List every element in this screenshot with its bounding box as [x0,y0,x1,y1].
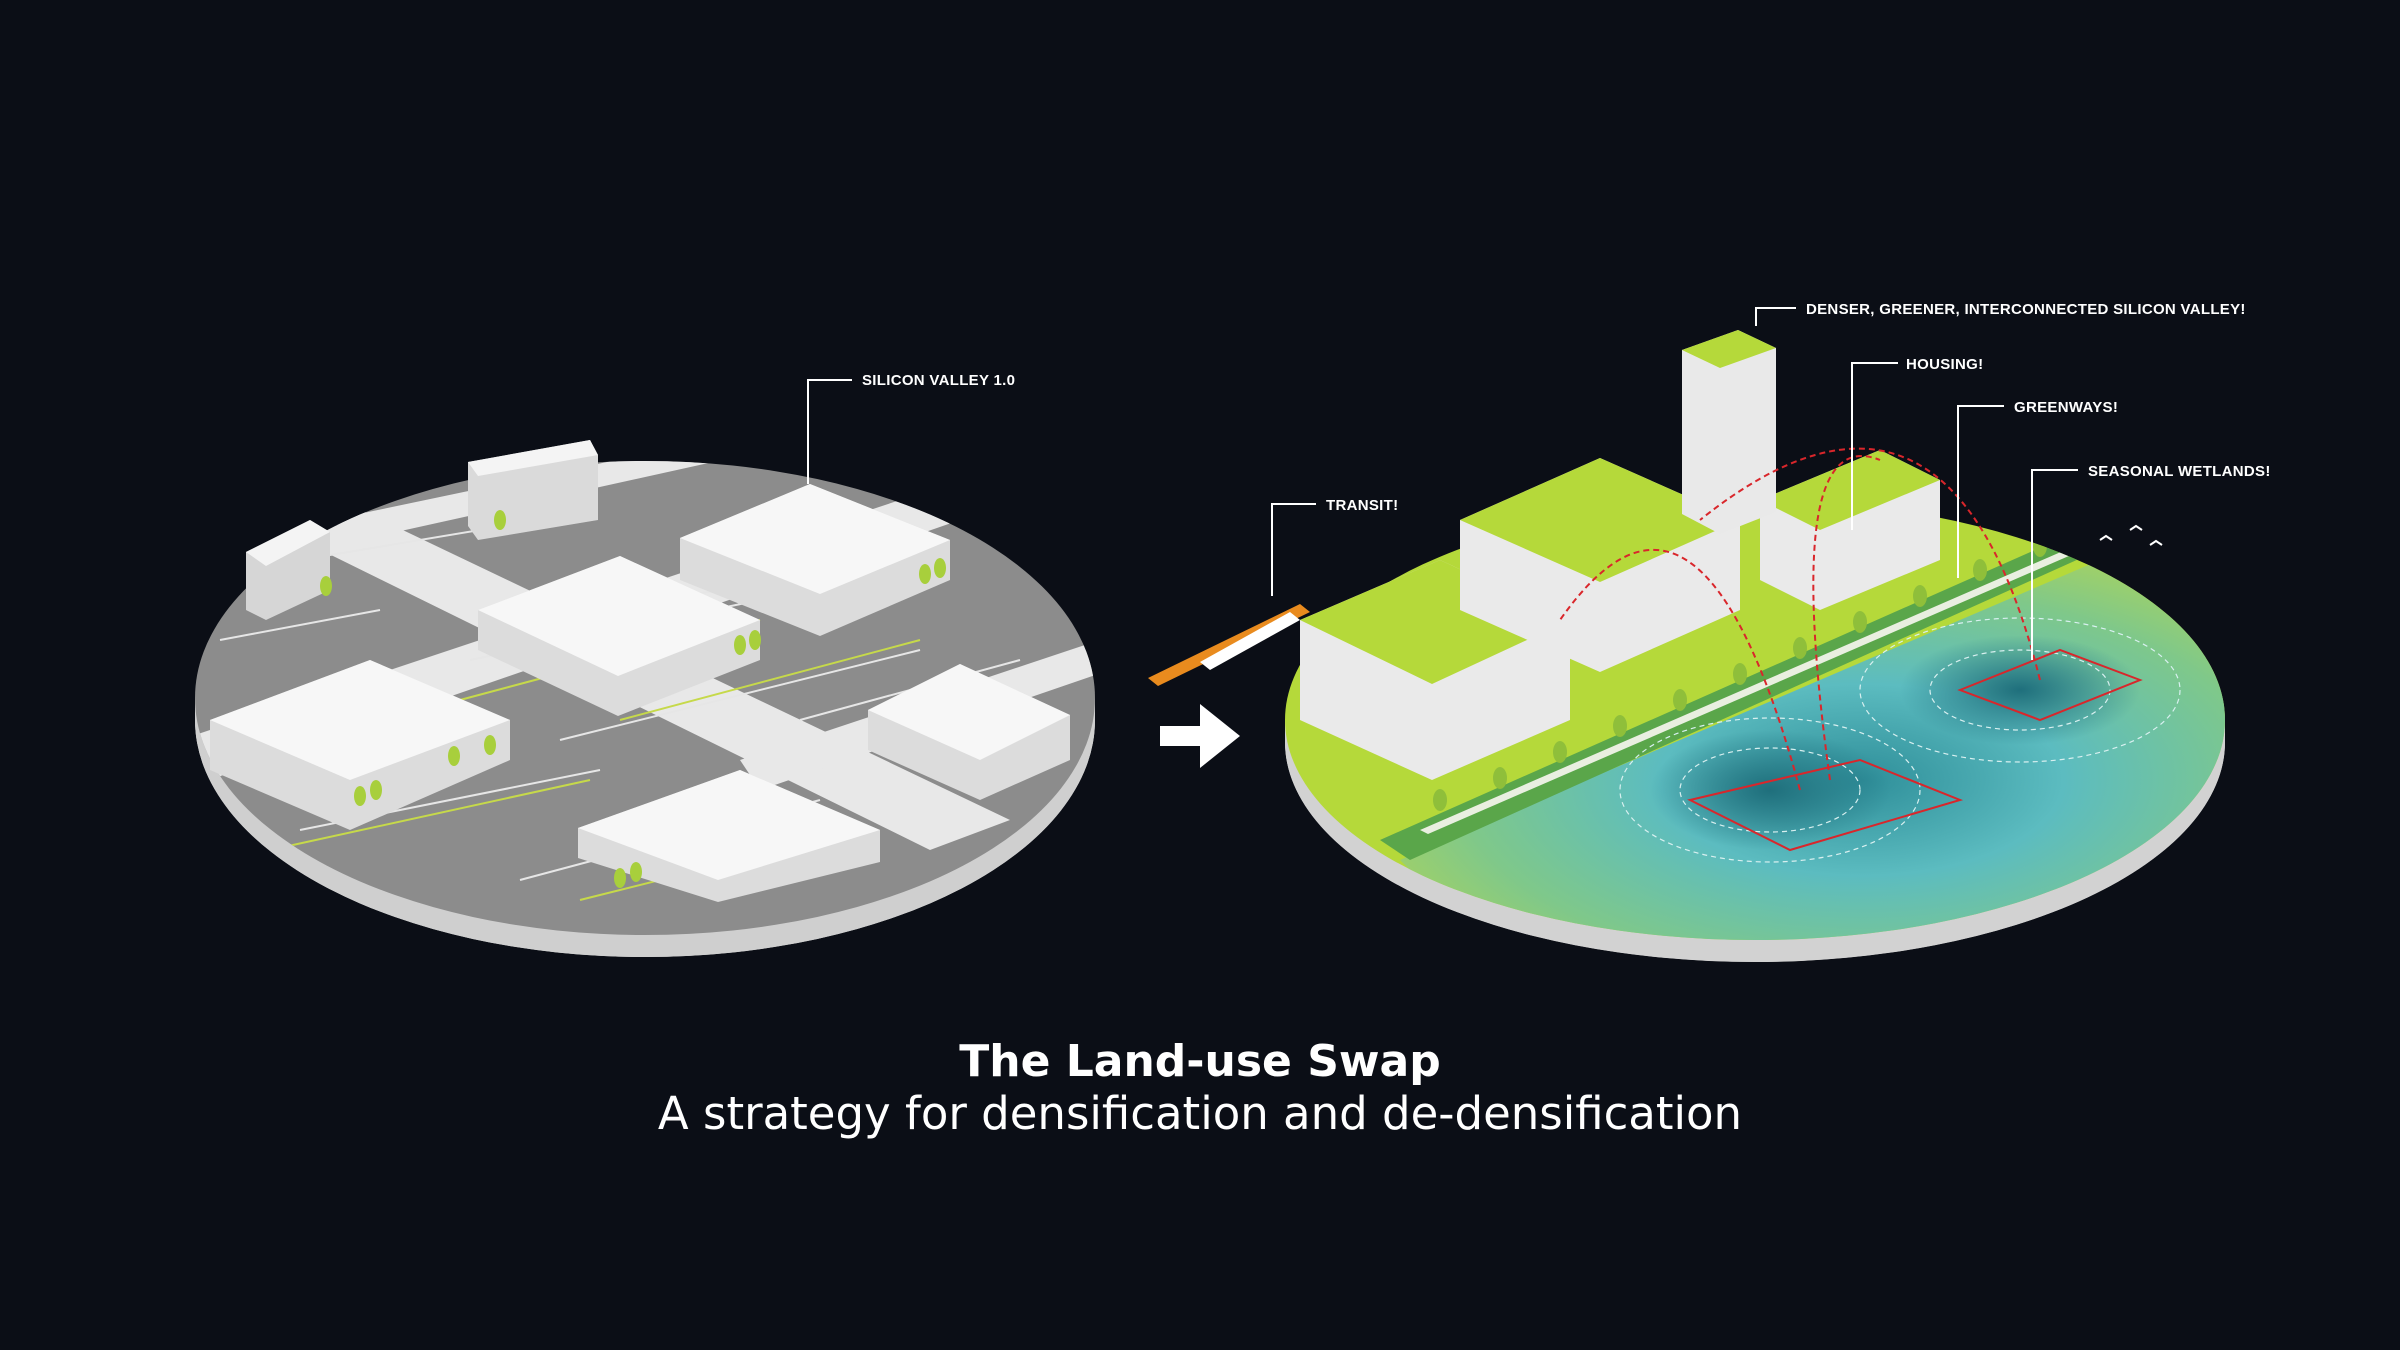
label-denser-greener: DENSER, GREENER, INTERCONNECTED SILICON … [1806,301,2246,318]
building-warehouse-right [680,484,950,636]
wetland-pool-2 [1900,635,2140,745]
housing-block-right [1760,450,1940,610]
label-greenways: GREENWAYS! [2014,399,2118,416]
after-callouts [1271,307,2078,660]
greenway-path [1420,548,2078,834]
building-bottom-center [578,770,880,902]
relocation-arcs [1559,447,2041,791]
caption: The Land-use Swap A strategy for densifi… [0,1036,2400,1140]
before-label: SILICON VALLEY 1.0 [862,372,1015,389]
building-right-small [868,664,1070,800]
contour-lines [1619,617,2181,863]
office-tower [1682,330,1776,534]
building-warehouse-center [478,556,760,716]
housing-block-center [1460,458,1740,672]
before-callout: SILICON VALLEY 1.0 [807,372,1015,484]
before-disc: SILICON VALLEY 1.0 [195,372,1095,957]
caption-title: The Land-use Swap [959,1036,1441,1087]
wetland-pool-1 [1650,730,1890,850]
trees [320,510,946,888]
building-warehouse-left [210,660,510,830]
caption-subtitle: A strategy for densification and de-dens… [657,1087,1743,1140]
label-housing: HOUSING! [1906,356,1983,373]
transit-rail [1148,604,1310,686]
greenway-trees [1433,535,2047,811]
right-arrow-icon [1160,704,1240,768]
bird-icons [2099,524,2163,546]
label-seasonal-wetlands: SEASONAL WETLANDS! [2088,463,2271,480]
after-disc: DENSER, GREENER, INTERCONNECTED SILICON … [1148,301,2271,962]
former-building-footprints [1687,648,2143,852]
label-transit: TRANSIT! [1326,497,1398,514]
building-top-left-small [246,520,330,620]
